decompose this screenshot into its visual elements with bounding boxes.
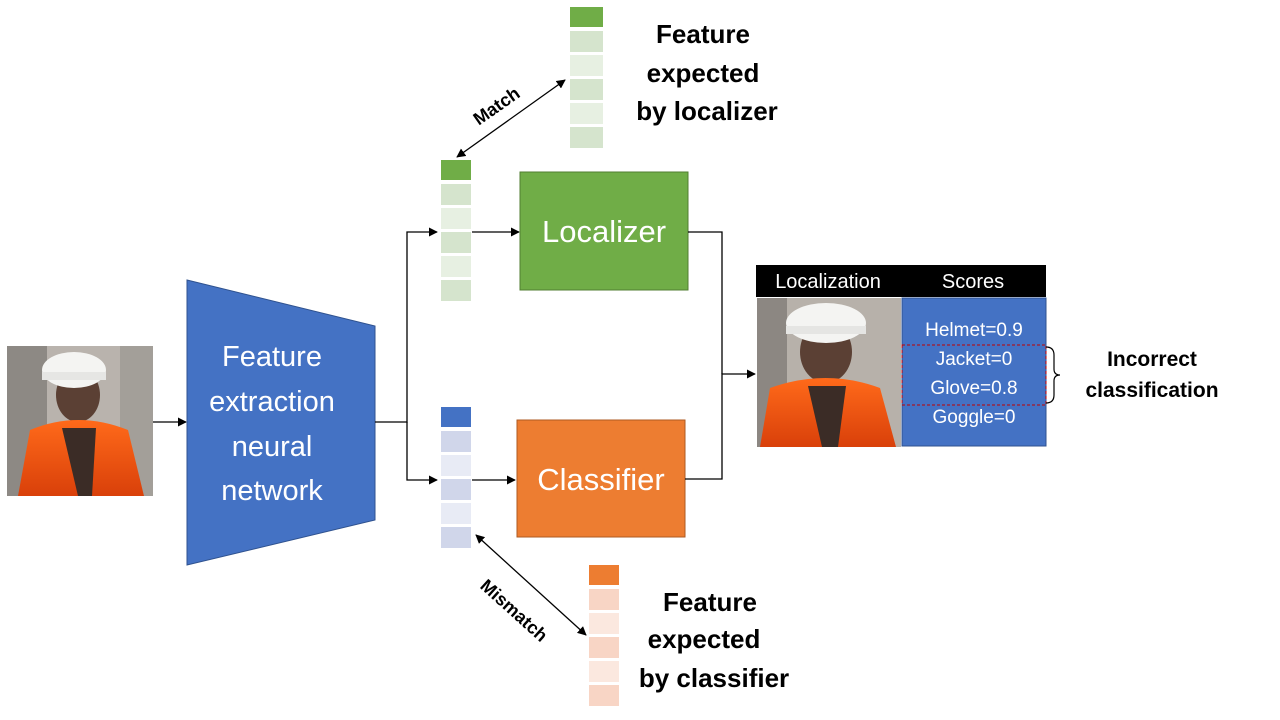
- extractor-line-1: Feature: [222, 341, 322, 373]
- expected-classifier-line-3: by classifier: [639, 663, 789, 693]
- feature-cell: [568, 101, 605, 126]
- output-header-bar: [756, 265, 1046, 297]
- feature-cell: [439, 405, 473, 429]
- score-jacket: Jacket=0: [936, 349, 1013, 370]
- feature-cell: [568, 53, 605, 78]
- arrow-to-localizer-feature: [375, 227, 438, 423]
- localizer-label: Localizer: [542, 214, 666, 249]
- localization-crop-photo: [757, 298, 901, 447]
- extractor-line-4: network: [221, 475, 323, 507]
- score-goggle: Goggle=0: [933, 407, 1016, 428]
- feature-cell: [439, 477, 473, 502]
- classifier-feature-vector: [439, 405, 473, 550]
- feature-cell: [439, 429, 473, 454]
- match-arrow: [456, 79, 566, 158]
- feature-cell: [587, 659, 621, 684]
- feature-cell: [439, 525, 473, 550]
- feature-cell: [568, 29, 605, 54]
- feature-cell: [568, 5, 605, 29]
- feature-cell: [439, 453, 473, 478]
- mismatch-arrow: [475, 534, 587, 636]
- expected-classifier-line-2: expected: [648, 624, 761, 654]
- feature-cell: [568, 125, 605, 150]
- annotation-brace: [1045, 346, 1061, 404]
- feature-extractor-block: [186, 279, 376, 566]
- localizer-output-line: [688, 231, 723, 374]
- arrow-to-classifier-feature: [406, 422, 438, 485]
- feature-cell: [439, 278, 473, 303]
- expected-localizer-vector: [568, 5, 605, 150]
- feature-cell: [439, 182, 473, 207]
- classifier-block: [516, 419, 686, 538]
- feature-cell: [587, 683, 621, 708]
- score-helmet: Helmet=0.9: [925, 320, 1023, 341]
- expected-localizer-line-3: by localizer: [636, 96, 778, 126]
- expected-localizer-line-1: Feature: [656, 19, 750, 49]
- score-glove: Glove=0.8: [930, 378, 1017, 399]
- expected-classifier-vector: [587, 563, 621, 708]
- feature-cell: [439, 230, 473, 255]
- arrow-to-output: [685, 369, 756, 480]
- input-worker-photo: [7, 346, 153, 496]
- extractor-line-2: extraction: [209, 386, 335, 418]
- match-label: Match: [470, 83, 524, 129]
- feature-cell: [439, 254, 473, 279]
- scores-header: Scores: [942, 271, 1004, 293]
- extractor-line-3: neural: [232, 431, 313, 463]
- feature-cell: [587, 587, 621, 612]
- expected-classifier-line-1: Feature: [663, 587, 757, 617]
- feature-cell: [439, 501, 473, 526]
- feature-cell: [439, 206, 473, 231]
- localization-header: Localization: [775, 271, 881, 293]
- feature-cell: [587, 563, 621, 587]
- scores-box: [901, 297, 1047, 447]
- incorrect-scores-highlight: [901, 344, 1047, 406]
- feature-cell: [439, 158, 473, 182]
- expected-localizer-line-2: expected: [647, 58, 760, 88]
- mismatch-label: Mismatch: [476, 575, 551, 645]
- classifier-label: Classifier: [537, 462, 664, 497]
- feature-cell: [587, 635, 621, 660]
- annotation-line-1: Incorrect: [1107, 348, 1197, 371]
- feature-cell: [587, 611, 621, 636]
- localizer-block: [519, 171, 689, 291]
- annotation-line-2: classification: [1085, 379, 1218, 402]
- feature-cell: [568, 77, 605, 102]
- localizer-feature-vector: [439, 158, 473, 303]
